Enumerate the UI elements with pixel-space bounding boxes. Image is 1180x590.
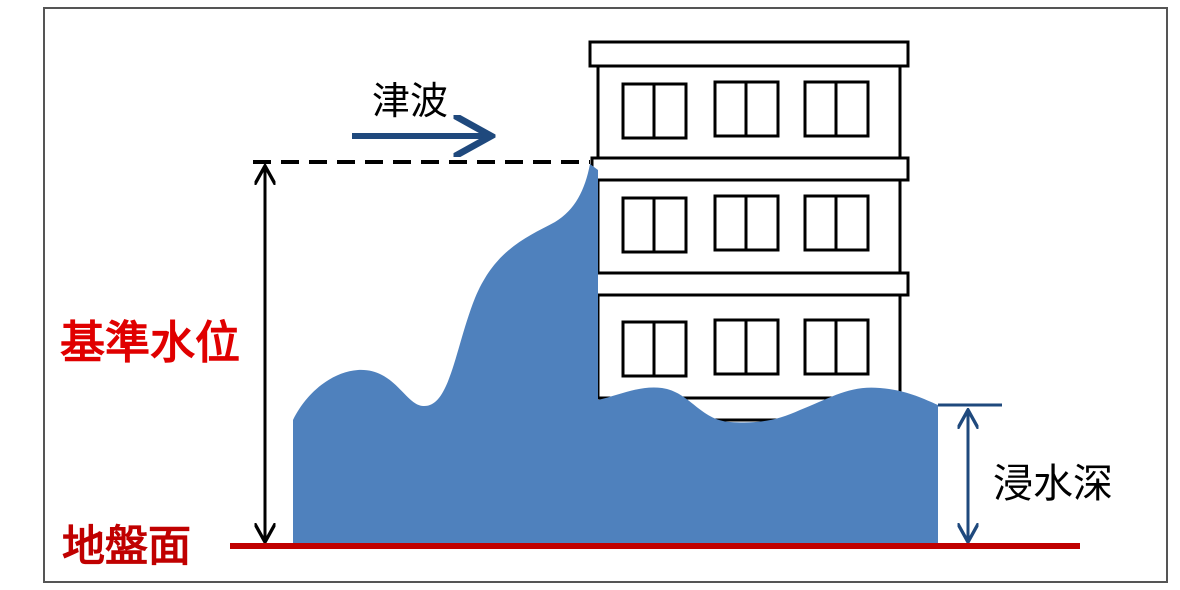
windows-floor-3	[621, 80, 870, 140]
building	[588, 40, 910, 422]
building-roof	[588, 40, 910, 68]
floor-band-2	[590, 271, 910, 297]
windows-floor-2	[621, 194, 870, 254]
floor-band-1	[590, 156, 910, 182]
tsunami-label: 津波	[372, 79, 448, 123]
windows-floor-1	[621, 318, 870, 378]
inundation-depth-label: 浸水深	[993, 461, 1113, 507]
tsunami-water	[293, 164, 938, 545]
reference-water-level-label: 基準水位	[60, 316, 240, 369]
ground-surface-label: 地盤面	[62, 522, 191, 572]
